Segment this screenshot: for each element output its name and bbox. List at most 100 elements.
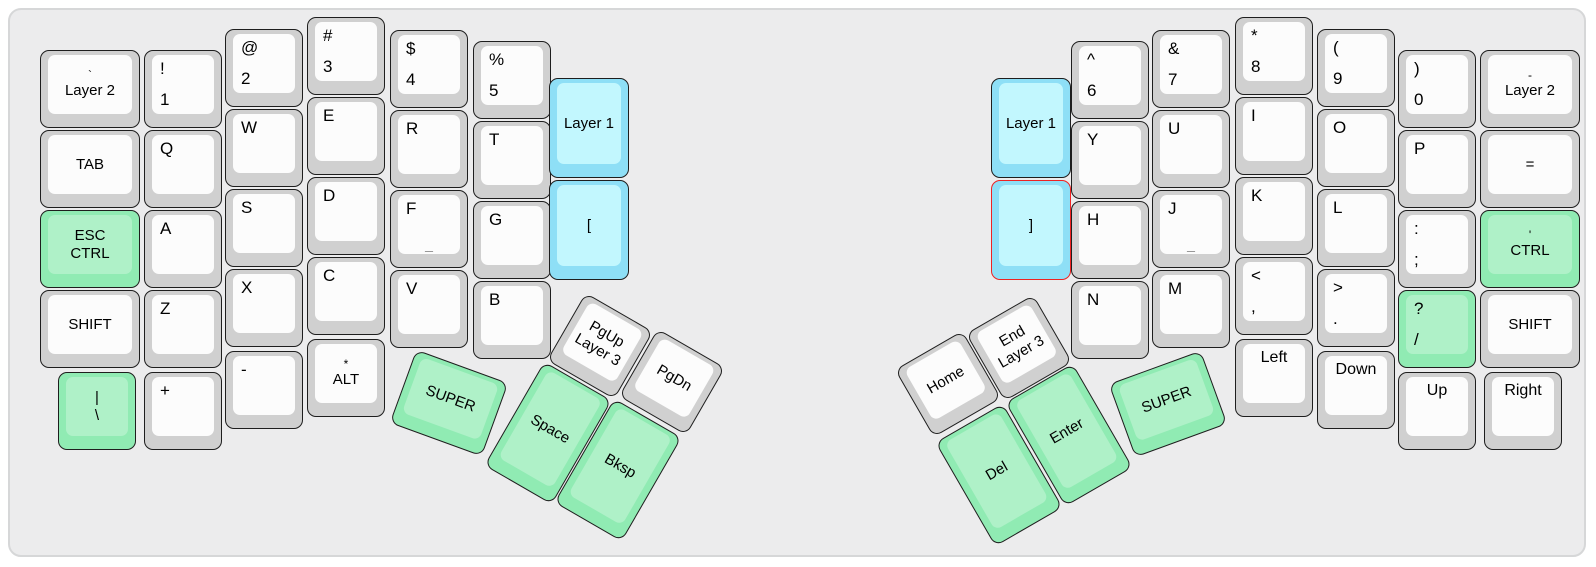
key-p[interactable]: P xyxy=(1398,130,1476,208)
keycap-top: T xyxy=(481,126,543,185)
key-arrow-left[interactable]: Left xyxy=(1235,339,1313,417)
key-l[interactable]: L xyxy=(1317,189,1395,267)
key-u[interactable]: U xyxy=(1152,110,1230,188)
key-labels: J xyxy=(1160,195,1222,254)
key-left-bracket[interactable]: [ xyxy=(549,180,629,280)
key-labels: SHIFT xyxy=(48,295,132,354)
key-z[interactable]: Z xyxy=(144,290,222,368)
key-super-left[interactable]: SUPER xyxy=(389,349,509,457)
key-2-at[interactable]: @2 xyxy=(225,29,303,107)
key-labels: V xyxy=(398,275,460,334)
key-labels: Q xyxy=(152,135,214,194)
key-pipe-backslash[interactable]: |\ xyxy=(58,372,136,450)
key-label: PgDn xyxy=(653,360,696,395)
key-label: . xyxy=(1333,309,1338,328)
key-j[interactable]: J_ xyxy=(1152,190,1230,268)
key-9-lparen[interactable]: (9 xyxy=(1317,29,1395,107)
keycap-top: TAB xyxy=(48,135,132,194)
keycap-top: %5 xyxy=(481,46,543,105)
keycap-top: &7 xyxy=(1160,35,1222,94)
key-comma-lt[interactable]: <, xyxy=(1235,257,1313,335)
key-labels: TAB xyxy=(48,135,132,194)
key-minus[interactable]: - xyxy=(225,351,303,429)
key-c[interactable]: C xyxy=(307,257,385,335)
keycap-top: Up xyxy=(1406,377,1468,436)
key-equals[interactable]: = xyxy=(1480,130,1580,208)
key-label: C xyxy=(323,266,336,285)
key-quote-ctrl[interactable]: 'CTRL xyxy=(1480,210,1580,288)
key-layer1-left[interactable]: Layer 1 xyxy=(549,78,629,178)
key-star-alt[interactable]: *ALT xyxy=(307,339,385,417)
key-right-bracket[interactable]: ] xyxy=(991,180,1071,280)
key-tab[interactable]: TAB xyxy=(40,130,140,208)
key-m[interactable]: M xyxy=(1152,270,1230,348)
key-y[interactable]: Y xyxy=(1071,121,1149,199)
key-label: T xyxy=(489,130,500,149)
key-arrow-up[interactable]: Up xyxy=(1398,372,1476,450)
key-n[interactable]: N xyxy=(1071,281,1149,359)
key-7-amp[interactable]: &7 xyxy=(1152,30,1230,108)
key-q[interactable]: Q xyxy=(144,130,222,208)
key-shift-right[interactable]: SHIFT xyxy=(1480,290,1580,368)
key-label: Left xyxy=(1260,349,1288,366)
key-h[interactable]: H xyxy=(1071,201,1149,279)
key-b[interactable]: B xyxy=(473,281,551,359)
key-o[interactable]: O xyxy=(1317,109,1395,187)
key-i[interactable]: I xyxy=(1235,97,1313,175)
key-minus-layer2[interactable]: -Layer 2 xyxy=(1480,50,1580,128)
key-5-percent[interactable]: %5 xyxy=(473,41,551,119)
key-shift-left[interactable]: SHIFT xyxy=(40,290,140,368)
key-arrow-right[interactable]: Right xyxy=(1484,372,1562,450)
key-labels: !1 xyxy=(152,55,214,114)
key-label: SHIFT xyxy=(68,315,112,333)
key-x[interactable]: X xyxy=(225,269,303,347)
key-super-right[interactable]: SUPER xyxy=(1108,350,1228,458)
key-slash-question[interactable]: ?/ xyxy=(1398,290,1476,368)
key-labels: @2 xyxy=(233,34,295,93)
key-label: ` xyxy=(88,68,92,82)
key-w[interactable]: W xyxy=(225,109,303,187)
key-f[interactable]: F_ xyxy=(390,190,468,268)
key-label: > xyxy=(1333,278,1343,297)
keycap-top: (9 xyxy=(1325,34,1387,93)
key-plus[interactable]: + xyxy=(144,372,222,450)
key-label: % xyxy=(489,50,505,69)
key-layer1-right[interactable]: Layer 1 xyxy=(991,78,1071,178)
key-k[interactable]: K xyxy=(1235,177,1313,255)
keycap-top: K xyxy=(1243,182,1305,241)
key-label: Space xyxy=(527,410,574,447)
key-label: ' xyxy=(1528,228,1532,242)
keycap-top: ?/ xyxy=(1406,295,1468,354)
key-a[interactable]: A xyxy=(144,210,222,288)
key-v[interactable]: V xyxy=(390,270,468,348)
key-s[interactable]: S xyxy=(225,189,303,267)
keycap-top: C xyxy=(315,262,377,321)
key-4-dollar[interactable]: $4 xyxy=(390,30,468,108)
key-labels: O xyxy=(1325,114,1387,173)
key-1-exclam[interactable]: !1 xyxy=(144,50,222,128)
key-label: ^ xyxy=(1087,50,1095,69)
key-t[interactable]: T xyxy=(473,121,551,199)
keycap-top: R xyxy=(398,115,460,174)
key-arrow-down[interactable]: Down xyxy=(1317,351,1395,429)
key-semicolon-colon[interactable]: :; xyxy=(1398,210,1476,288)
key-3-hash[interactable]: #3 xyxy=(307,17,385,95)
key-labels: Z xyxy=(152,295,214,354)
key-d[interactable]: D xyxy=(307,177,385,255)
key-6-caret[interactable]: ^6 xyxy=(1071,41,1149,119)
key-g[interactable]: G xyxy=(473,201,551,279)
key-grave-layer2[interactable]: `Layer 2 xyxy=(40,50,140,128)
key-e[interactable]: E xyxy=(307,97,385,175)
key-label: [ xyxy=(586,216,592,234)
key-label: , xyxy=(1251,297,1256,316)
keycap-top: A xyxy=(152,215,214,274)
key-period-gt[interactable]: >. xyxy=(1317,269,1395,347)
key-r[interactable]: R xyxy=(390,110,468,188)
keycap-top: #3 xyxy=(315,22,377,81)
keycap-top: Layer 1 xyxy=(999,83,1063,164)
keycap-top: P xyxy=(1406,135,1468,194)
key-0-rparen[interactable]: )0 xyxy=(1398,50,1476,128)
key-8-star[interactable]: *8 xyxy=(1235,17,1313,95)
